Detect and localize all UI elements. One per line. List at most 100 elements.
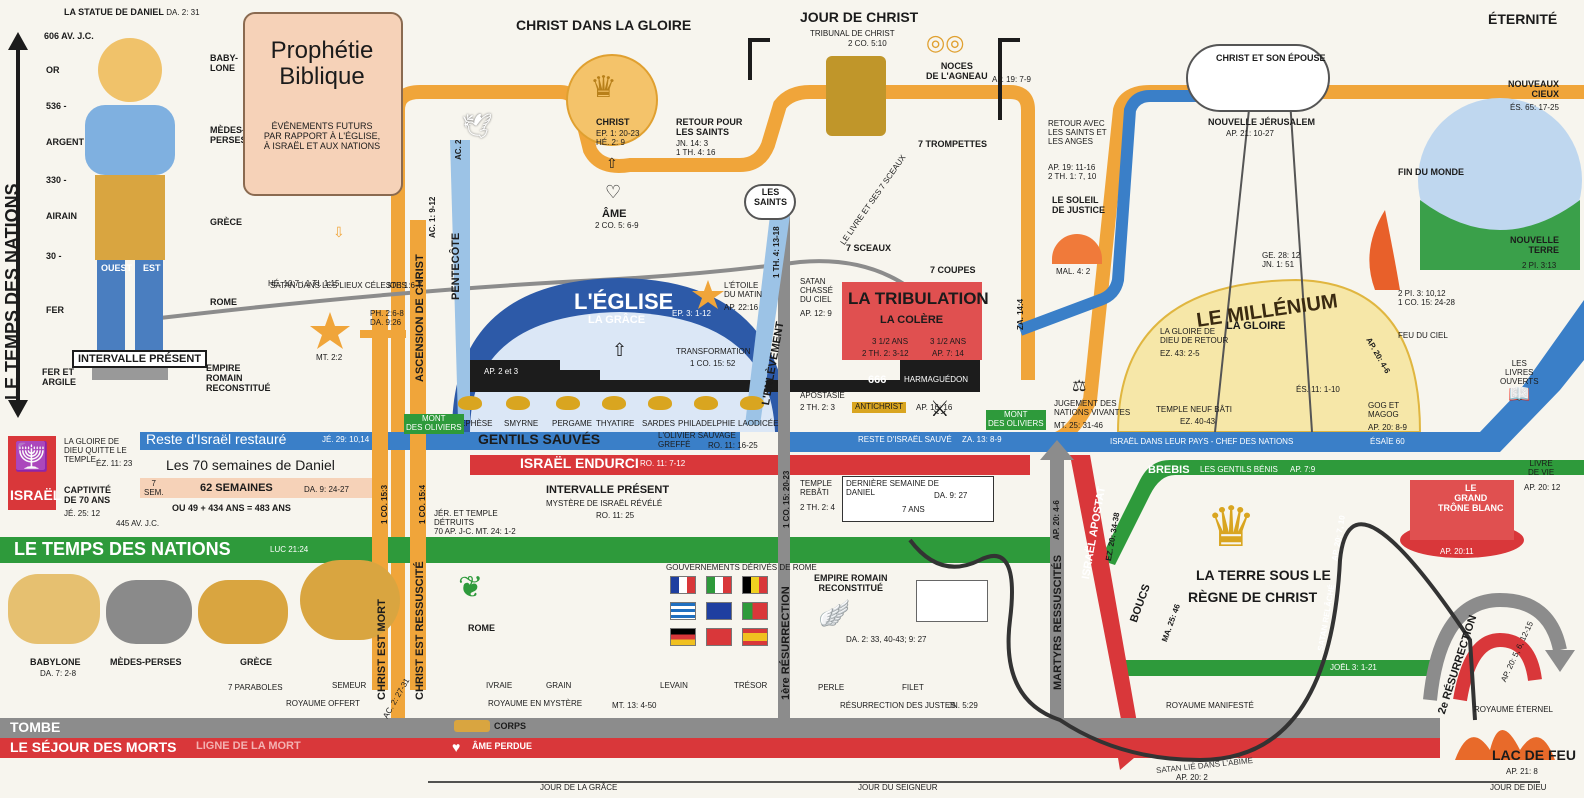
gog-ref: AP. 20: 8-9 xyxy=(1368,423,1407,432)
scales-icon: ⚖ xyxy=(1072,378,1087,395)
jour-christ-title: JOUR DE CHRIST xyxy=(800,9,919,25)
scroll-title: Prophétie Biblique xyxy=(270,37,374,91)
livre-vie: LIVRE DE VIE xyxy=(1528,459,1555,477)
christ-ref: EP. 1: 20-23 HÉ. 2: 9 xyxy=(596,129,640,147)
etoile-matin: L'ÉTOILE DU MATIN xyxy=(724,281,763,299)
nations-grece: GRÈCE xyxy=(240,657,273,667)
ac2-pentecote: AC. 2 xyxy=(454,139,463,160)
n666: 666 xyxy=(868,374,887,386)
nations-babylone: BABYLONE xyxy=(30,657,81,667)
gentils-benis: LES GENTILS BÉNIS xyxy=(1200,465,1278,474)
nations-band xyxy=(0,537,1060,563)
sejour-band xyxy=(0,738,1440,758)
ap23: AP. 2 et 3 xyxy=(484,367,519,376)
tomb-band xyxy=(0,718,1440,738)
lamp-icon xyxy=(694,396,718,410)
harmaguedon: HARMAGUÉDON xyxy=(904,375,969,384)
semeur: SEMEUR xyxy=(332,681,367,690)
brebis-ref: AP. 7:9 xyxy=(1290,465,1316,474)
swords-icon: ⚔ xyxy=(930,396,950,421)
olivier-sauvage: L'OLIVIER SAUVAGE GREFFÉ xyxy=(658,431,736,449)
label-or: OR xyxy=(46,65,60,75)
joel: JOËL 3: 1-21 xyxy=(1330,663,1377,672)
eglise-smyrne: SMYRNE xyxy=(504,419,539,428)
nations-label: LE TEMPS DES NATIONS xyxy=(14,539,231,559)
captivite: CAPTIVITÉ DE 70 ANS xyxy=(64,485,112,505)
nouveaux-cieux: NOUVEAUX CIEUX xyxy=(1508,79,1560,99)
pays-ref: ÉSAÏE 60 xyxy=(1370,437,1405,446)
sem62: 62 SEMAINES xyxy=(200,482,273,494)
beast-icon xyxy=(300,560,400,640)
mt22: MT. 2:2 xyxy=(316,353,343,362)
israel-endurci: ISRAËL ENDURCI xyxy=(520,455,639,471)
grain: GRAIN xyxy=(546,681,572,690)
flag-france xyxy=(670,576,696,594)
heart-icon: ♡ xyxy=(605,182,622,202)
transformation: TRANSFORMATION xyxy=(676,347,751,356)
temple-rebati-ref: 2 TH. 2: 4 xyxy=(800,503,835,512)
premiere-resurrection: 1ère RÉSURRECTION xyxy=(780,586,792,700)
leopard-icon xyxy=(198,580,288,644)
gloire-quitte: LA GLOIRE DE DIEU QUITTE LE TEMPLE xyxy=(64,437,127,464)
label-fer-argile: FER ET ARGILE xyxy=(42,367,77,387)
flag-italie xyxy=(706,576,732,594)
date-330: 330 - xyxy=(46,175,67,185)
noces-ref: AP. 19: 7-9 xyxy=(992,75,1031,84)
christ-ress-ref: 1 CO. 15:4 xyxy=(418,484,427,524)
label-babylone: BABY- LONE xyxy=(210,53,239,73)
retour-avec: RETOUR AVEC LES SAINTS ET LES ANGES xyxy=(1048,119,1107,146)
perle: PERLE xyxy=(818,683,845,692)
retour-avec-ref: AP. 19: 11-16 2 TH. 1: 7, 10 xyxy=(1048,163,1097,181)
jour-dieu: JOUR DE DIEU xyxy=(1490,783,1547,792)
temple-rebati: TEMPLE REBÂTI xyxy=(800,479,833,497)
mont-oliviers-1: MONT DES OLIVIERS xyxy=(404,414,464,434)
soleil-label: LE SOLEIL DE JUSTICE xyxy=(1052,195,1106,215)
nj-ref: AP. 21: 10-27 xyxy=(1226,129,1274,138)
trompettes: 7 TROMPETTES xyxy=(918,139,988,149)
martyrs-ref: AP. 20: 4-6 xyxy=(1052,500,1061,540)
trib2-ref: AP. 7: 14 xyxy=(932,349,964,358)
brebis: BREBIS xyxy=(1148,464,1190,476)
books-icon: 📖 xyxy=(1508,384,1531,404)
apostasie: APOSTASIE xyxy=(800,391,845,400)
eglise-sardes: SARDES xyxy=(642,419,675,428)
livre-vie-ref: AP. 20: 12 xyxy=(1524,483,1561,492)
mont-oliviers-2: MONT DES OLIVIERS xyxy=(986,410,1046,430)
dove-icon: 🕊 xyxy=(462,113,493,140)
derniere-box xyxy=(842,476,994,522)
empire-ref: DA. 2: 33, 40-43; 9: 27 xyxy=(846,635,927,644)
reste-sauve-ref: ZA. 13: 8-9 xyxy=(962,435,1002,444)
prophetie-scroll xyxy=(243,12,403,196)
arrow-down-icon: ⇩ xyxy=(333,224,345,240)
livres-ouverts: LES LIVRES OUVERTS xyxy=(1500,359,1539,386)
flag-belgique xyxy=(742,576,768,594)
gloire-retour-ref: EZ. 43: 2-5 xyxy=(1160,349,1200,358)
date-30: 30 - xyxy=(46,251,62,261)
label-argent: ARGENT xyxy=(46,137,84,147)
retour-saints-ref: JN. 14: 3 1 TH. 4: 16 xyxy=(676,139,716,157)
label-ouest: OUEST xyxy=(101,263,133,273)
scroll-text: ÉVÉNEMENTS FUTURS PAR RAPPORT À L'ÉGLISE… xyxy=(263,121,381,151)
reste-restaure-ref: JÉ. 29: 10,14 xyxy=(322,435,370,444)
sceaux: 7 SCEAUX xyxy=(846,243,892,253)
saints-label: LES SAINTS xyxy=(754,187,788,207)
feu-ciel: FEU DU CIEL xyxy=(1398,331,1448,340)
corps: CORPS xyxy=(494,721,527,731)
israel-label: ISRAËL xyxy=(10,487,62,503)
israel-pays: ISRAËL DANS LEUR PAYS - CHEF DES NATIONS xyxy=(1110,437,1294,446)
royaume-manifeste: ROYAUME MANIFESTÉ xyxy=(1166,701,1254,710)
ame-ref: 2 CO. 5: 6-9 xyxy=(595,221,639,230)
reste-restaure: Reste d'Israël restauré xyxy=(146,431,287,447)
staircase xyxy=(470,360,980,392)
jour-seigneur: JOUR DU SEIGNEUR xyxy=(858,783,938,792)
scroll-ref: HÉ. 10:7 ; 1 TI. 1:15 xyxy=(268,279,340,288)
gloire-retour: LA GLOIRE DE DIEU DE RETOUR xyxy=(1160,327,1229,345)
grand-trone: LE GRAND TRÔNE BLANC xyxy=(1438,483,1504,513)
etoile-ref: AP. 22:16 xyxy=(724,303,759,312)
terre-sous: LA TERRE SOUS LE xyxy=(1196,567,1331,583)
saints-cloud xyxy=(744,184,796,220)
ge28: GE. 28: 12 JN. 1: 51 xyxy=(1262,251,1301,269)
nations-rome: ROME xyxy=(468,623,495,633)
gloire-quitte-ref: ÉZ. 11: 23 xyxy=(96,459,133,468)
olivier-ref: RO. 11: 16-25 xyxy=(708,441,758,450)
